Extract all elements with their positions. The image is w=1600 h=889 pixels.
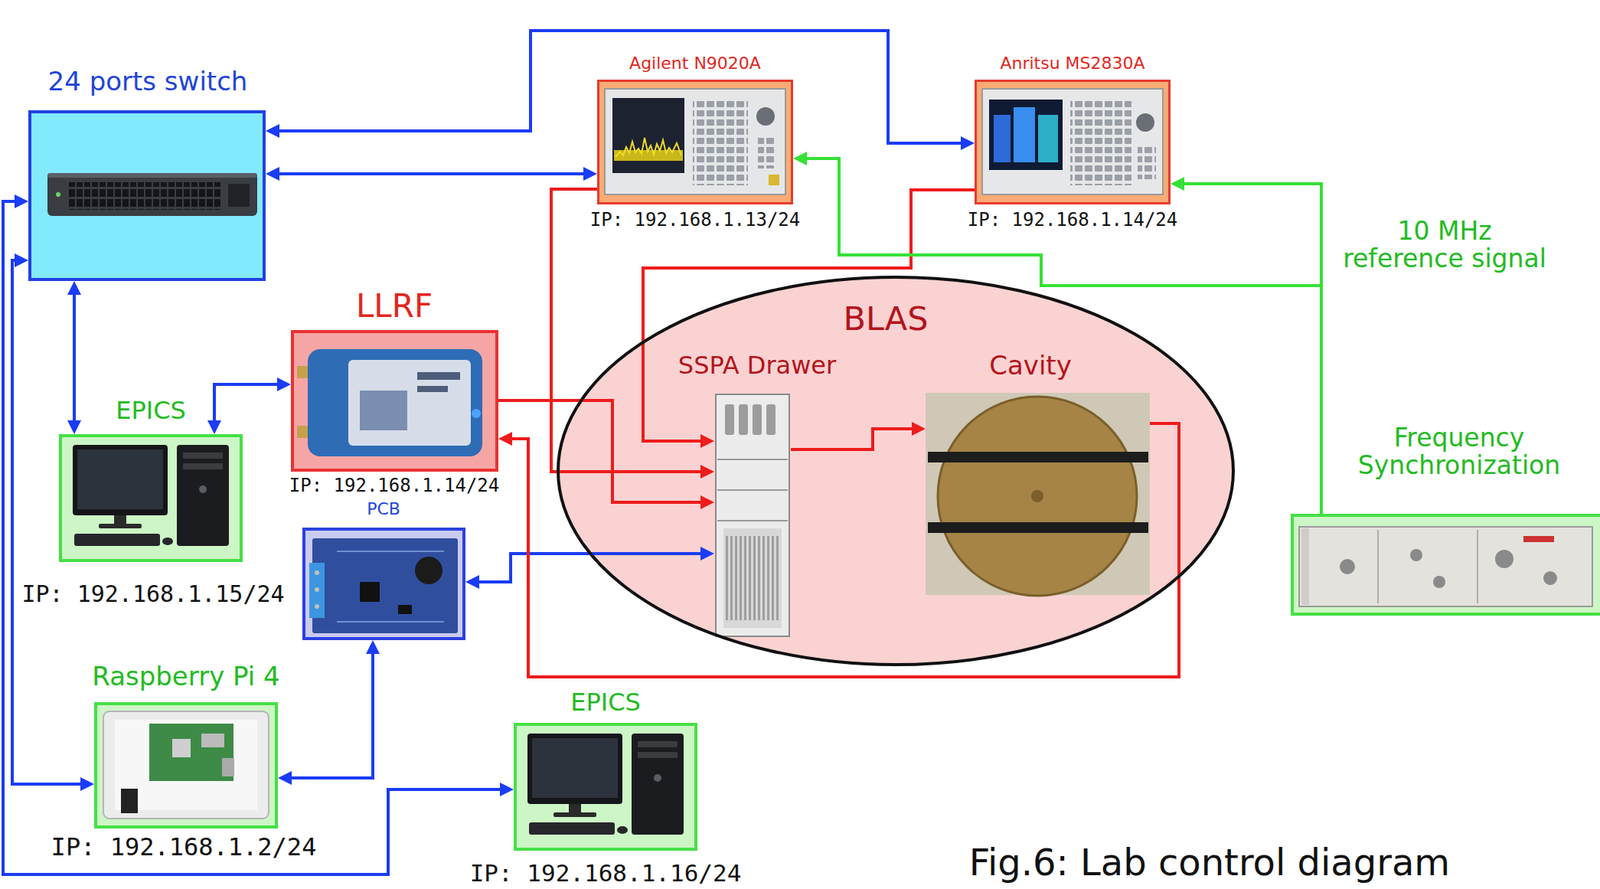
box-label: SSPA Drawer bbox=[678, 352, 836, 379]
epics-computer: EPICSIP: 192.168.1.15/24 bbox=[58, 434, 243, 562]
figure-caption: Fig.6: Lab control diagram bbox=[969, 842, 1450, 883]
raspberry-picture bbox=[103, 711, 269, 819]
rf-link bbox=[507, 423, 1179, 677]
spectrum-analyzer: Agilent N9020AIP: 192.168.1.13/24 bbox=[597, 79, 794, 205]
analyzer-picture bbox=[604, 88, 786, 195]
box-fills bbox=[28, 79, 1600, 851]
network-link bbox=[3, 201, 505, 875]
box-label: LLRF bbox=[355, 288, 433, 324]
network-link bbox=[214, 384, 282, 425]
sync-device-picture bbox=[1299, 526, 1593, 607]
network-link bbox=[72, 290, 76, 425]
box-label: Cavity bbox=[989, 351, 1072, 380]
cavity: Cavity bbox=[925, 392, 1150, 595]
epics-computer: EPICSIP: 192.168.1.16/24 bbox=[513, 722, 698, 851]
box-label: Raspberry Pi 4 bbox=[91, 662, 280, 691]
cavity-picture bbox=[925, 392, 1150, 596]
network-link bbox=[12, 260, 85, 784]
network-switch: 24 ports switch bbox=[28, 110, 266, 281]
box-label: EPICS bbox=[570, 688, 641, 716]
box-label: PCB bbox=[366, 499, 401, 519]
sdr-picture bbox=[297, 349, 483, 457]
ip-address: IP: 192.168.1.2/24 bbox=[51, 833, 317, 861]
ip-address: IP: 192.168.1.14/24 bbox=[289, 475, 500, 496]
network-link bbox=[474, 553, 706, 582]
reference-link bbox=[802, 158, 1322, 514]
ip-address: IP: 192.168.1.15/24 bbox=[21, 581, 285, 607]
computer-picture bbox=[72, 444, 684, 835]
llrf-box: LLRFIP: 192.168.1.14/24 bbox=[290, 329, 499, 472]
switch-picture bbox=[47, 173, 258, 216]
network-link bbox=[287, 649, 373, 778]
ip-address: IP: 192.168.1.14/24 bbox=[967, 209, 1179, 230]
ellipse-outline bbox=[558, 277, 1234, 665]
rf-link bbox=[790, 428, 917, 450]
reference-link bbox=[1179, 183, 1322, 514]
signal-label: 10 MHz reference signal bbox=[1337, 217, 1552, 274]
analyzer-picture bbox=[982, 88, 1163, 195]
box-label: Agilent N9020A bbox=[629, 54, 761, 73]
box-label: Frequency Synchronization bbox=[1336, 424, 1582, 480]
signal-analyzer: Anritsu MS2830AIP: 192.168.1.14/24 bbox=[974, 79, 1171, 205]
raspberry-box: Raspberry Pi 4IP: 192.168.1.2/24 bbox=[94, 702, 278, 829]
pcb-picture bbox=[309, 538, 458, 634]
ip-address: IP: 192.168.1.16/24 bbox=[470, 859, 742, 886]
ip-address: IP: 192.168.1.13/24 bbox=[590, 209, 801, 230]
box-label: EPICS bbox=[115, 397, 187, 425]
box-label: Anritsu MS2830A bbox=[999, 54, 1145, 73]
network-link bbox=[274, 30, 966, 144]
sync-box: Frequency Synchronization bbox=[1290, 513, 1600, 616]
pcb-box: PCB bbox=[302, 527, 466, 640]
box-label: 24 ports switch bbox=[48, 67, 249, 96]
sspa-rack-picture bbox=[715, 394, 790, 637]
network-link bbox=[274, 172, 588, 176]
blas-ellipse: SSPA DrawerCavityBLAS bbox=[556, 275, 1235, 667]
group-label: BLAS bbox=[842, 300, 928, 337]
sspa-drawer: SSPA Drawer bbox=[714, 392, 791, 638]
rf-link bbox=[551, 189, 706, 472]
